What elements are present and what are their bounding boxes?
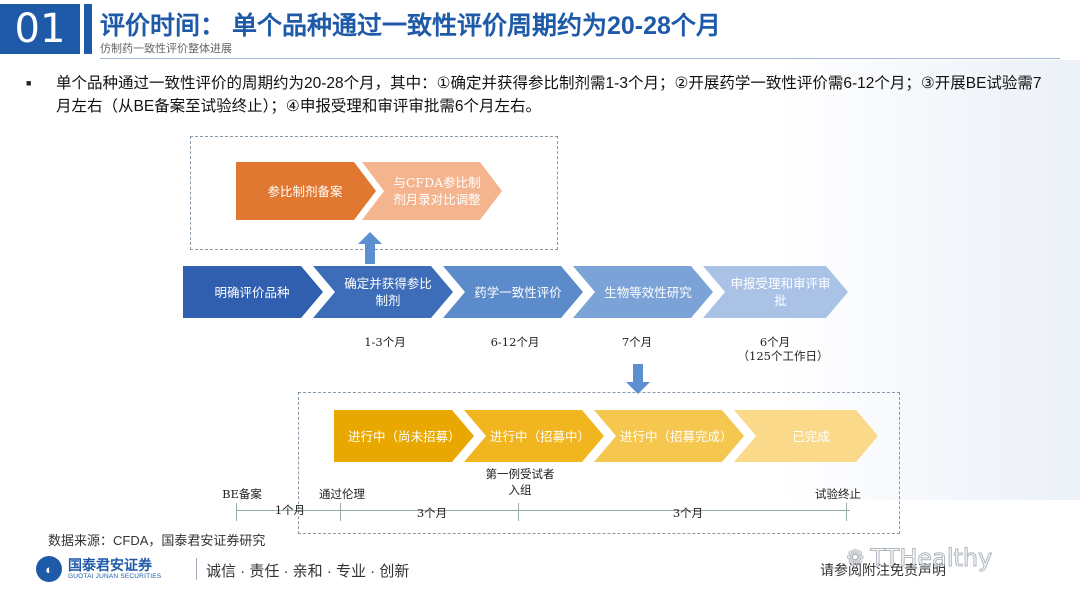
page-subtitle: 仿制药一致性评价整体进展 [100, 43, 232, 55]
milestone-ethics: 通过伦理 [319, 487, 365, 501]
data-source: 数据来源：CFDA，国泰君安证券研究 [48, 533, 266, 548]
timeline-axis [236, 510, 850, 511]
duration-step-4: 7个月 [621, 335, 653, 349]
be-trial-box [298, 392, 900, 534]
duration-step-3: 6-12个月 [490, 335, 540, 349]
milestone-be-filing: BE备案 [222, 487, 262, 501]
top-flow-step-1: 参比制剂备案 [236, 162, 376, 220]
up-arrow-icon [358, 232, 382, 264]
company-logo: ◐ 国泰君安证券 GUOTAI JUNAN SECURITIES [36, 556, 161, 582]
bullet-icon: ■ [26, 78, 32, 88]
timeline-tick-first-subject [518, 503, 519, 521]
be-flow-step-3: 进行中（招募完成） [594, 410, 744, 462]
main-flow-step-2: 确定并获得参比制剂 [313, 266, 453, 318]
logo-en: GUOTAI JUNAN SECURITIES [68, 572, 162, 580]
interval-3: 3个月 [672, 506, 704, 520]
timeline-tick-be [236, 503, 237, 521]
main-flow-step-3: 药学一致性评价 [443, 266, 583, 318]
watermark-text: TTHealthy [870, 544, 993, 573]
intro-text: 单个品种通过一致性评价的周期约为20-28个月，其中：①确定并获得参比制剂需1-… [56, 75, 1042, 115]
top-flow-step-2: 与CFDA参比制剂月录对比调整 [362, 162, 502, 220]
duration-step-2: 1-3个月 [364, 335, 406, 349]
wechat-icon: ❁ [846, 545, 865, 570]
footer-divider [196, 558, 197, 580]
header-accent-bar [84, 4, 92, 54]
duration-step-5: 6个月 [759, 335, 791, 349]
slogan: 诚信 · 责任 · 亲和 · 专业 · 创新 [206, 563, 410, 580]
be-flow-step-2: 进行中（招募中） [464, 410, 604, 462]
milestone-first-subject: 第一例受试者入组 [485, 467, 555, 497]
page-title: 评价时间： 单个品种通过一致性评价周期约为20-28个月 [100, 12, 721, 40]
main-flow-step-5: 申报受理和审评审批 [703, 266, 848, 318]
logo-cn: 国泰君安证券 [68, 556, 152, 573]
timeline-tick-ethics [340, 503, 341, 521]
watermark: ❁ TTHealthy [846, 544, 993, 573]
be-flow-step-4: 已完成 [734, 410, 878, 462]
disclaimer: 请参阅附注免责声明 [820, 562, 946, 578]
interval-1: 1个月 [274, 503, 306, 517]
milestone-trial-end: 试验终止 [815, 487, 861, 501]
be-flow-step-1: 进行中（尚未招募） [334, 410, 474, 462]
company-logo-icon: ◐ [36, 556, 62, 582]
timeline-tick-end [846, 503, 847, 521]
interval-2: 3个月 [416, 506, 448, 520]
header-divider [100, 58, 1060, 59]
down-arrow-icon [626, 364, 650, 394]
duration-step-5-detail: （125个工作日） [737, 349, 829, 363]
main-flow-step-4: 生物等效性研究 [573, 266, 713, 318]
main-flow-step-1: 明确评价品种 [183, 266, 323, 318]
section-number: 01 [0, 4, 80, 54]
